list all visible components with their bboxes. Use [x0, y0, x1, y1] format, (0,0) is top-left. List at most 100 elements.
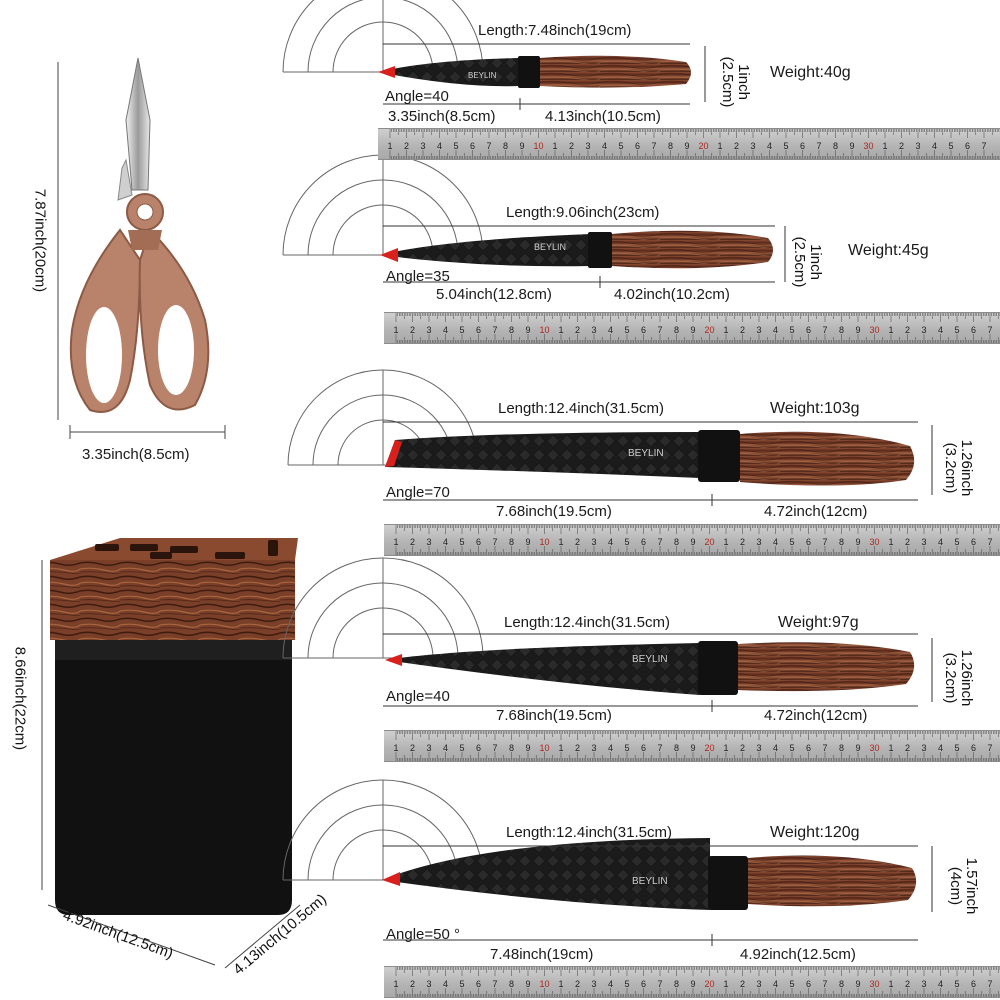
ruler-number: 5 [954, 979, 959, 989]
brand-mark: BEYLIN [628, 448, 664, 459]
ruler-number: 5 [789, 537, 794, 547]
ruler-number: 7 [492, 537, 497, 547]
ruler-number: 2 [575, 325, 580, 335]
knife-3-height: 1.26inch(3.2cm) [942, 428, 975, 508]
ruler-number: 7 [492, 979, 497, 989]
ruler-number: 9 [855, 979, 860, 989]
ruler-number: 2 [734, 141, 739, 151]
ruler-number: 3 [426, 537, 431, 547]
ruler-number: 8 [839, 537, 844, 547]
height-inch: 1inch [735, 64, 752, 100]
ruler-number: 3 [921, 537, 926, 547]
ruler-number: 8 [509, 979, 514, 989]
ruler-number: 4 [437, 141, 442, 151]
ruler-number: 3 [750, 141, 755, 151]
ruler-number: 6 [971, 537, 976, 547]
ruler-number: 8 [503, 141, 508, 151]
ruler-number: 4 [608, 979, 613, 989]
ruler-number: 3 [921, 325, 926, 335]
ruler-number: 6 [476, 537, 481, 547]
ruler-number: 6 [971, 979, 976, 989]
knife-1-blade-length: 3.35inch(8.5cm) [388, 108, 496, 125]
ruler-number: 1 [723, 325, 728, 335]
ruler-number: 5 [618, 141, 623, 151]
ruler-number: 20 [704, 979, 714, 989]
ruler-number: 7 [657, 537, 662, 547]
ruler-number: 7 [486, 141, 491, 151]
ruler-number: 7 [981, 141, 986, 151]
ruler-number: 7 [987, 325, 992, 335]
knife-2-length: Length:9.06inch(23cm) [506, 204, 660, 221]
ruler-number: 6 [806, 743, 811, 753]
ruler-number: 9 [690, 743, 695, 753]
height-cm: (2.5cm) [719, 56, 736, 108]
ruler-number: 2 [575, 979, 580, 989]
ruler-number: 8 [674, 743, 679, 753]
ruler-number: 10 [539, 537, 549, 547]
ruler-number: 2 [410, 537, 415, 547]
knife-2-weight: Weight:45g [848, 242, 929, 259]
ruler-number: 3 [591, 743, 596, 753]
chef-knife-icon [382, 838, 917, 910]
ruler-number: 2 [410, 979, 415, 989]
ruler-number: 7 [987, 537, 992, 547]
ruler-number: 4 [767, 141, 772, 151]
ruler-number: 5 [624, 325, 629, 335]
ruler-number: 4 [773, 979, 778, 989]
ruler-number: 1 [393, 743, 398, 753]
knife-5-weight: Weight:120g [770, 824, 860, 841]
knife-3-handle-length: 4.72inch(12cm) [764, 503, 868, 520]
ruler-number: 3 [756, 743, 761, 753]
ruler-number: 4 [773, 325, 778, 335]
ruler-number: 6 [476, 325, 481, 335]
ruler-number: 3 [426, 979, 431, 989]
ruler-number: 3 [921, 743, 926, 753]
ruler-number: 3 [426, 743, 431, 753]
ruler-number: 8 [674, 325, 679, 335]
ruler-number: 3 [756, 979, 761, 989]
ruler-number: 4 [938, 325, 943, 335]
ruler-number: 4 [443, 743, 448, 753]
knife-block-icon [50, 538, 298, 915]
ruler-number: 2 [569, 141, 574, 151]
ruler-number: 1 [723, 743, 728, 753]
ruler-number: 5 [789, 325, 794, 335]
knife-4-handle-length: 4.72inch(12cm) [764, 707, 868, 724]
carving-knife-icon [385, 641, 915, 695]
knife-4-angle: Angle=40 [386, 688, 450, 705]
ruler-number: 8 [839, 325, 844, 335]
ruler-number: 3 [420, 141, 425, 151]
ruler-number: 20 [704, 743, 714, 753]
knife-2-height: 1inch(2.5cm) [791, 227, 824, 297]
ruler-number: 3 [591, 325, 596, 335]
ruler-number: 7 [822, 325, 827, 335]
knife-3-weight: Weight:103g [770, 400, 860, 417]
ruler-number: 5 [789, 743, 794, 753]
ruler-number: 2 [575, 743, 580, 753]
ruler-number: 5 [954, 325, 959, 335]
ruler-number: 6 [641, 537, 646, 547]
ruler-number: 8 [509, 537, 514, 547]
ruler-number: 7 [492, 743, 497, 753]
ruler-number: 7 [822, 979, 827, 989]
ruler-number: 1 [723, 537, 728, 547]
ruler-number: 10 [539, 743, 549, 753]
ruler-number: 4 [443, 537, 448, 547]
ruler-number: 4 [443, 979, 448, 989]
ruler-number: 1 [558, 743, 563, 753]
knife-5-angle: Angle=50 ° [386, 926, 460, 943]
ruler-number: 9 [855, 325, 860, 335]
ruler-number: 20 [704, 537, 714, 547]
ruler-number: 5 [459, 743, 464, 753]
ruler-number: 30 [869, 537, 879, 547]
ruler-number: 30 [869, 743, 879, 753]
knife-1-handle-length: 4.13inch(10.5cm) [545, 108, 661, 125]
knife-4-weight: Weight:97g [778, 614, 859, 631]
ruler-number: 3 [921, 979, 926, 989]
